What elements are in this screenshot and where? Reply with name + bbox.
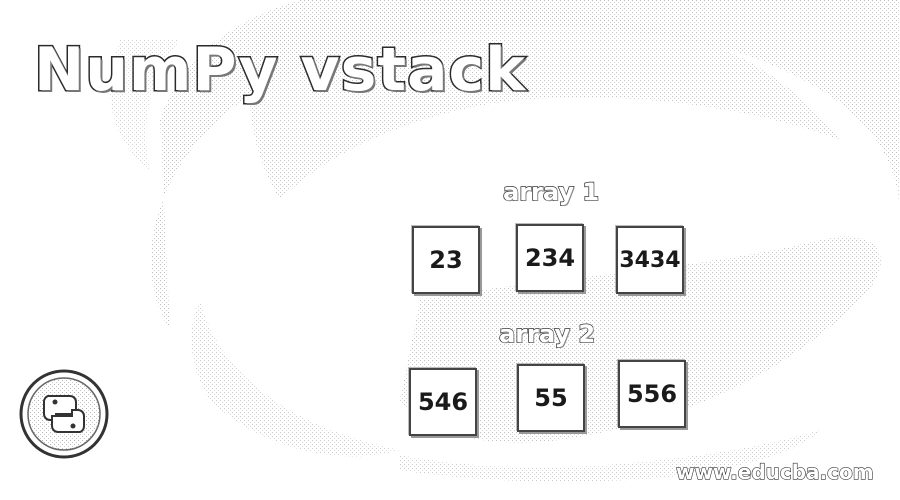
array-1-cell: 23 — [412, 226, 480, 294]
array-2-cell: 546 — [409, 368, 477, 436]
page-title: NumPy vstack — [33, 35, 527, 105]
array-1-cell: 234 — [516, 224, 584, 292]
website-watermark: www.educba.com — [675, 460, 874, 484]
array-1-cell: 3434 — [616, 226, 684, 294]
array-2-cell: 55 — [517, 364, 585, 432]
array-2-cell: 556 — [618, 360, 686, 428]
array-2-label: array 2 — [498, 320, 596, 348]
python-logo-icon — [19, 369, 109, 459]
array-1-label: array 1 — [502, 178, 600, 206]
